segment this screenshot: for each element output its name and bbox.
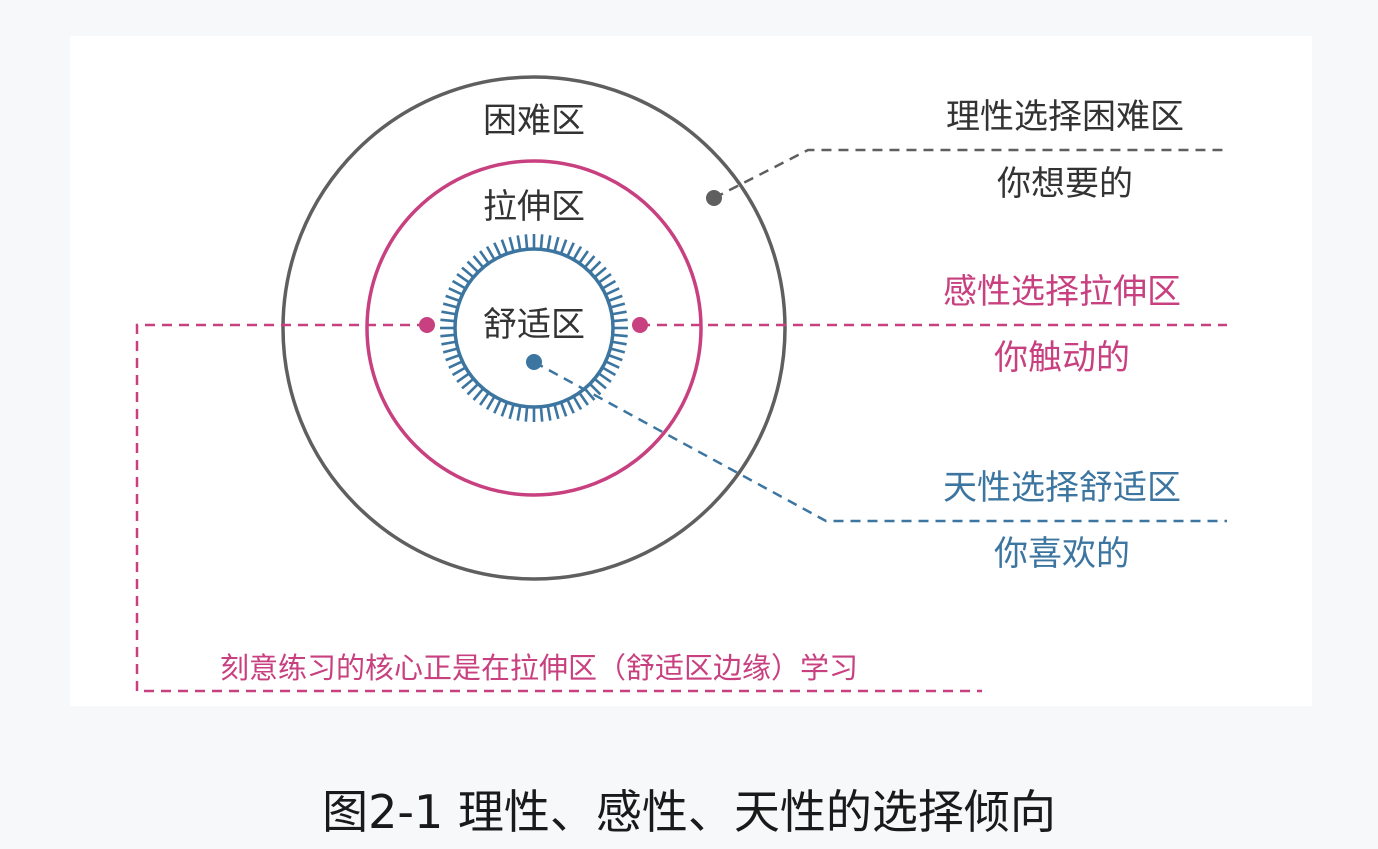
- comfort-zone-tick: [472, 255, 484, 268]
- comfort-zone-tick: [553, 404, 560, 420]
- comfort-zone-tick: [539, 234, 544, 249]
- comfort-zone-tick: [493, 242, 502, 257]
- comfort-zone-tick: [566, 242, 575, 257]
- comfort-zone-tick: [553, 236, 560, 252]
- comfort-zone-tick: [589, 383, 602, 396]
- comfort-zone-tick: [445, 294, 460, 302]
- difficult-zone-circle: [281, 75, 787, 581]
- emotional-choice-title: 感性选择拉伸区: [943, 272, 1181, 312]
- stretch-dot-right: [632, 317, 648, 333]
- comfort-zone-tick: [572, 396, 583, 411]
- comfort-zone-tick: [445, 354, 460, 362]
- comfort-zone-tick: [589, 260, 602, 273]
- comfort-zone-tick: [560, 239, 568, 254]
- instinct-choice-sub: 你喜欢的: [994, 534, 1130, 574]
- comfort-zone-circle: [453, 247, 615, 409]
- difficult-zone-label: 困难区: [483, 101, 585, 141]
- comfort-zone-tick: [456, 372, 470, 383]
- comfort-zone-tick: [612, 310, 627, 316]
- comfort-zone-tick: [566, 399, 575, 414]
- comfort-zone-tick: [440, 318, 455, 323]
- stretch-connector-left: [135, 323, 982, 693]
- comfort-zone-tick: [610, 302, 626, 309]
- comfort-zone-tick: [479, 250, 490, 264]
- comfort-zone-label: 舒适区: [483, 305, 585, 345]
- stretch-dot-left: [419, 317, 435, 333]
- comfort-zone-tick: [608, 354, 623, 362]
- comfort-zone-tick: [608, 294, 623, 302]
- comfort-zone-tick: [613, 318, 628, 323]
- comfort-zone-tick: [461, 378, 474, 390]
- deliberate-practice-note: 刻意练习的核心正是在拉伸区（舒适区边缘）学习: [220, 651, 858, 685]
- comfort-zone-tick: [508, 404, 515, 420]
- comfort-zone-tick: [594, 378, 607, 390]
- comfort-zone-tick: [456, 273, 470, 284]
- comfort-zone-tick: [442, 302, 458, 309]
- comfort-zone-tick: [451, 279, 466, 290]
- comfort-connector: [533, 360, 1227, 523]
- comfort-zone-tick: [598, 273, 612, 284]
- comfort-zone-tick: [516, 406, 522, 421]
- comfort-zone-tick: [442, 347, 458, 354]
- rational-choice-sub: 你想要的: [997, 164, 1133, 204]
- comfort-zone-tick: [524, 407, 529, 422]
- stretch-zone-circle: [365, 159, 703, 497]
- comfort-zone-tick: [516, 235, 522, 250]
- comfort-zone-tick: [500, 239, 508, 254]
- comfort-zone-tick: [546, 235, 552, 250]
- comfort-zone-tick: [578, 250, 589, 264]
- comfort-zone-tick: [612, 340, 627, 346]
- comfort-zone-tick: [572, 245, 583, 260]
- comfort-zone-tick: [613, 333, 628, 338]
- comfort-zone-tick: [546, 406, 552, 421]
- comfort-zone-tick: [500, 402, 508, 417]
- rational-choice-title: 理性选择困难区: [946, 97, 1184, 137]
- comfort-zone-tick: [451, 366, 466, 377]
- comfort-zone-tick: [441, 310, 456, 316]
- comfort-zone-tick: [508, 236, 515, 252]
- figure-caption: 图2-1 理性、感性、天性的选择倾向: [322, 785, 1056, 839]
- diagram-panel: [70, 36, 1312, 706]
- comfort-zone-tick: [466, 383, 479, 396]
- comfort-zone-tick: [485, 396, 496, 411]
- instinct-choice-title: 天性选择舒适区: [943, 468, 1181, 508]
- stretch-zone-label: 拉伸区: [483, 187, 585, 227]
- comfort-zone-tick: [605, 360, 620, 369]
- comfort-zone-tick: [461, 266, 474, 278]
- difficult-connector: [713, 148, 1227, 200]
- comfort-zone-tick: [485, 245, 496, 260]
- comfort-zone-tick: [441, 340, 456, 346]
- comfort-zone-tick: [539, 407, 544, 422]
- comfort-zone-tick: [448, 360, 463, 369]
- comfort-zone-tick: [560, 402, 568, 417]
- comfort-zone-ticks: [440, 234, 628, 422]
- comfort-zone-tick: [584, 255, 596, 268]
- comfort-zone-tick: [605, 287, 620, 296]
- comfort-zone-tick: [479, 392, 490, 406]
- comfort-zone-tick: [524, 234, 529, 249]
- comfort-zone-tick: [472, 388, 484, 401]
- difficult-dot: [706, 190, 722, 206]
- comfort-zone-tick: [598, 372, 612, 383]
- comfort-zone-tick: [440, 333, 455, 338]
- comfort-zone-tick: [493, 399, 502, 414]
- comfort-zone-tick: [602, 279, 617, 290]
- comfort-zone-tick: [594, 266, 607, 278]
- comfort-zone-tick: [610, 347, 626, 354]
- comfort-zone-tick: [578, 392, 589, 406]
- comfort-zone-tick: [466, 260, 479, 273]
- comfort-zone-tick: [448, 287, 463, 296]
- comfort-zone-tick: [602, 366, 617, 377]
- emotional-choice-sub: 你触动的: [994, 338, 1130, 378]
- comfort-dot: [526, 354, 542, 370]
